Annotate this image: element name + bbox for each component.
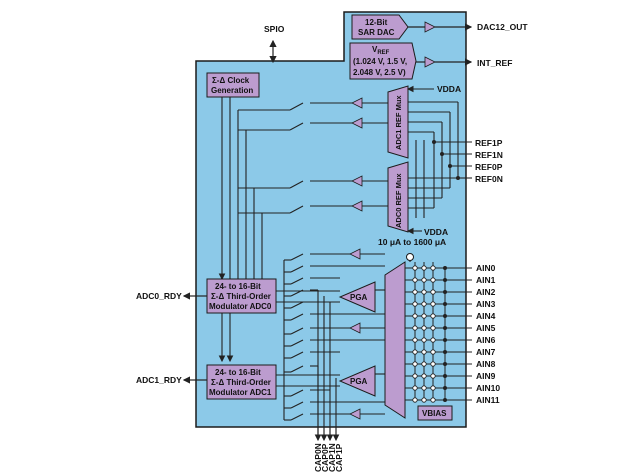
ain10-label: AIN10 <box>476 383 500 393</box>
spio-label: SPIO <box>264 24 285 34</box>
dac-label-2: SAR DAC <box>358 28 395 37</box>
ref-pin-labels: REF1P REF1N REF0P REF0N <box>475 138 503 184</box>
ain2-label: AIN2 <box>476 287 496 297</box>
dac-buffer <box>424 21 436 33</box>
adc1-label-2: Σ-Δ Third-Order <box>211 378 271 387</box>
ain8-label: AIN8 <box>476 359 496 369</box>
ref-switches <box>237 102 352 279</box>
int-ref-label: INT_REF <box>477 58 512 68</box>
vref-values-1: (1.024 V, 1.5 V, <box>353 57 407 66</box>
vref-buffer <box>424 56 436 68</box>
ain5-label: AIN5 <box>476 323 496 333</box>
ain1-label: AIN1 <box>476 275 496 285</box>
bias-current-label: 10 μA to 1600 μA <box>378 237 446 247</box>
vdda-top-label: VDDA <box>437 84 461 94</box>
vref-values-2: 2.048 V, 2.5 V) <box>353 68 406 77</box>
cap0n-label: CAP0N <box>313 443 323 472</box>
adc0-label-2: Σ-Δ Third-Order <box>211 292 271 301</box>
dac12-out-label: DAC12_OUT <box>477 22 528 32</box>
adc1-ref-mux <box>387 85 409 159</box>
ain11-label: AIN11 <box>476 395 500 405</box>
ain3-label: AIN3 <box>476 299 496 309</box>
pga1-label: PGA <box>350 377 368 386</box>
clock-label-2: Generation <box>211 86 253 95</box>
cap1p-label: CAP1P <box>334 443 344 472</box>
vbias-label: VBIAS <box>422 409 447 418</box>
ref0p-label: REF0P <box>475 162 503 172</box>
adc1-mux-label: ADC1 REF Mux <box>394 95 403 150</box>
adc1-rdy-label: ADC1_RDY <box>136 375 182 385</box>
ain4-label: AIN4 <box>476 311 496 321</box>
clock-block <box>206 72 260 98</box>
dac-block <box>351 14 409 40</box>
cap1n-label: CAP1N <box>327 443 337 472</box>
adc0-rdy-label: ADC0_RDY <box>136 291 182 301</box>
ref-junctions <box>432 140 460 180</box>
cap-pin-wires <box>314 427 340 442</box>
adc0-mux-label: ADC0 REF Mux <box>394 173 403 228</box>
ain-bus-junctions <box>443 266 447 402</box>
dac-label-1: 12-Bit <box>365 18 388 27</box>
pga0 <box>338 281 376 313</box>
ref1n-label: REF1N <box>475 150 503 160</box>
adc0-label-3: Modulator ADC0 <box>209 302 272 311</box>
buffer-to-mux <box>360 253 385 415</box>
ain0-label: AIN0 <box>476 263 496 273</box>
pga1 <box>338 365 376 397</box>
ain7-label: AIN7 <box>476 347 496 357</box>
vdda-bottom-label: VDDA <box>424 227 448 237</box>
ain-pin-labels: AIN0 AIN1 AIN2 AIN3 AIN4 AIN5 AIN6 AIN7 … <box>476 263 500 405</box>
cap-pin-labels: CAP0N CAP0P CAP1N CAP1P <box>313 443 344 472</box>
ref1p-label: REF1P <box>475 138 503 148</box>
adc1-label-3: Modulator ADC1 <box>209 388 272 397</box>
adc0-block <box>206 278 277 314</box>
bias-source-icon <box>406 253 414 261</box>
adc1-label-1: 24- to 16-Bit <box>215 368 261 377</box>
clock-label-1: Σ-Δ Clock <box>212 76 250 85</box>
adc0-label-1: 24- to 16-Bit <box>215 282 261 291</box>
ref0n-label: REF0N <box>475 174 503 184</box>
ain9-label: AIN9 <box>476 371 496 381</box>
vref-block <box>349 42 417 80</box>
pga0-label: PGA <box>350 293 368 302</box>
ain-switch-nodes <box>412 265 436 403</box>
ref-wiring <box>408 101 472 218</box>
input-mux <box>384 261 406 419</box>
ain6-label: AIN6 <box>476 335 496 345</box>
adc1-block <box>206 364 277 400</box>
cap0p-label: CAP0P <box>320 443 330 472</box>
ref-buffer-wires <box>362 102 388 207</box>
vbias-block <box>417 405 453 421</box>
input-switches <box>283 253 385 438</box>
vref-title: VREF <box>372 45 390 56</box>
